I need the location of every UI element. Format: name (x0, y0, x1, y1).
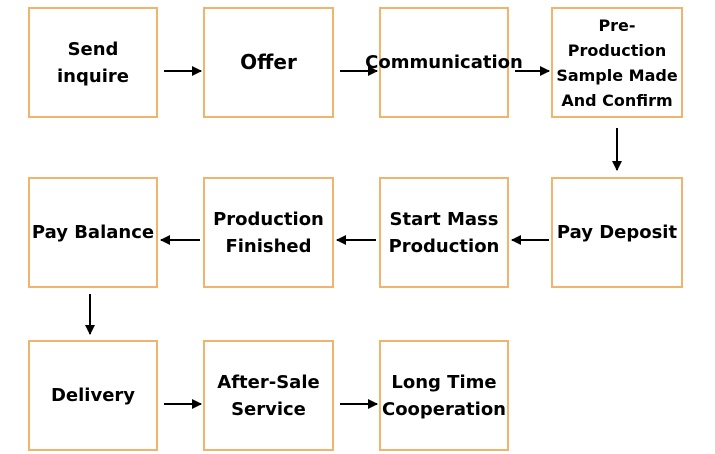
step-start-mass-production: Start Mass Production (379, 177, 509, 288)
step-label: After-Sale Service (217, 371, 320, 420)
step-label: Production Finished (213, 208, 324, 257)
step-after-sale-service: After-Sale Service (203, 340, 334, 451)
step-label: Delivery (50, 385, 136, 406)
step-label: Send inquire (57, 38, 129, 87)
step-pay-deposit: Pay Deposit (551, 177, 683, 288)
step-label: Offer (240, 50, 297, 74)
step-send-inquire: Send inquire (28, 7, 158, 118)
step-long-time-cooperation: Long Time Cooperation (379, 340, 509, 451)
step-production-finished: Production Finished (203, 177, 334, 288)
step-offer: Offer (203, 7, 334, 118)
step-label: Pay Balance (31, 222, 155, 243)
step-pre-production-sample: Pre-Production Sample Made And Confirm (551, 7, 683, 118)
step-label: Communication (365, 52, 523, 73)
step-label: Pay Deposit (556, 222, 678, 243)
step-delivery: Delivery (28, 340, 158, 451)
step-label: Long Time Cooperation (381, 371, 506, 420)
step-pay-balance: Pay Balance (28, 177, 158, 288)
step-communication: Communication (365, 7, 523, 118)
step-label: Start Mass Production (388, 208, 500, 257)
step-label: Pre-Production Sample Made And Confirm (556, 15, 678, 110)
